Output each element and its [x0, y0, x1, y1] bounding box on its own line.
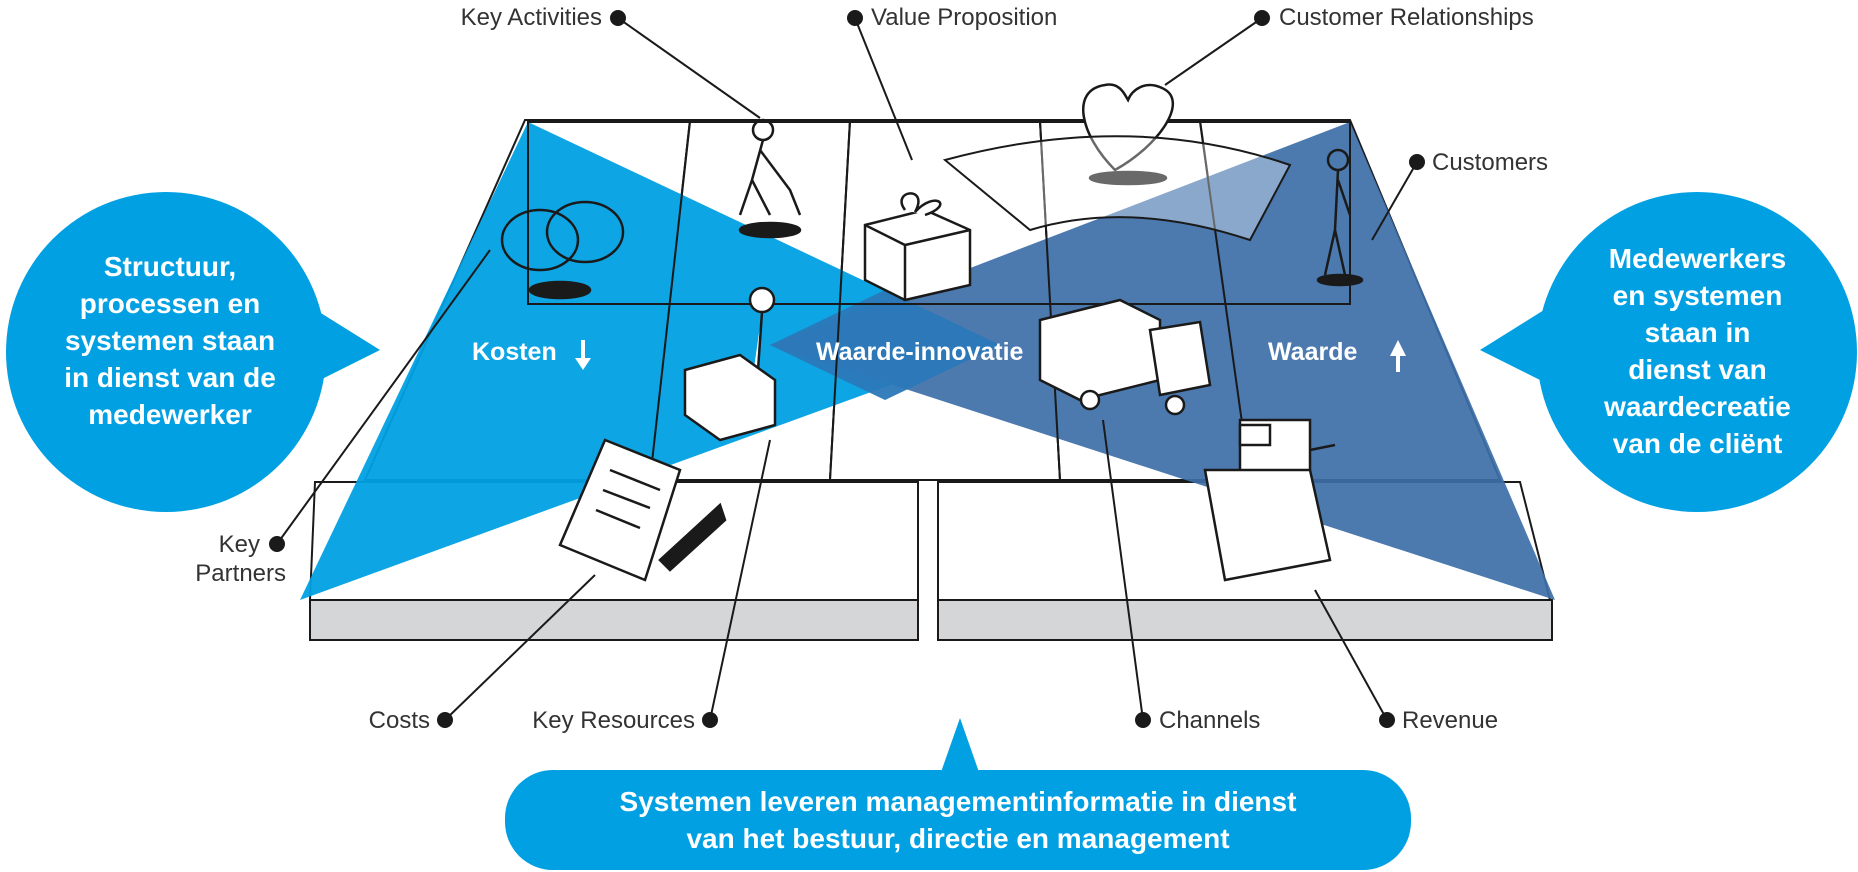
right-bubble-line: staan in [1644, 317, 1751, 348]
left-speech-bubble [6, 192, 380, 512]
label-channels: Channels [1159, 707, 1261, 734]
right-bubble-text: Medewerkers en systemen staan in dienst … [1545, 240, 1850, 462]
left-bubble-text: Structuur, processen en systemen staan i… [20, 248, 320, 433]
key-resources-dot [702, 712, 718, 728]
key-partners-dot [269, 536, 285, 552]
delivery-truck-icon [1038, 298, 1212, 416]
channels-dot [1135, 712, 1151, 728]
label-value-proposition: Value Proposition [871, 4, 1058, 31]
relationship-flow-band [942, 135, 1292, 242]
standing-person-icon [1316, 148, 1364, 287]
bottom-speech-bubble [505, 718, 1411, 870]
interlocked-rings-icon [500, 200, 625, 300]
bottom-bubble-line: Systemen leveren managementinformatie in… [619, 786, 1297, 817]
costs-dot [437, 712, 453, 728]
label-costs: Costs [368, 707, 430, 734]
right-bubble-line: waardecreatie [1604, 391, 1791, 422]
customer-relationships-dot [1254, 10, 1270, 26]
person-with-machine-icon [683, 286, 777, 442]
left-bubble-line: processen en [79, 288, 261, 319]
document-icon [558, 438, 727, 582]
label-customer-relationships: Customer Relationships [1279, 4, 1534, 31]
key-activities-dot [610, 10, 626, 26]
gift-box-icon [863, 192, 972, 302]
label-kosten: Kosten [472, 338, 557, 366]
label-revenue: Revenue [1402, 707, 1499, 734]
right-bubble-line: en systemen [1612, 280, 1783, 311]
label-key-partners-line1: Key [218, 531, 260, 558]
label-waarde: Waarde [1268, 338, 1358, 366]
cash-register-icon [1203, 418, 1336, 582]
heart-icon [1081, 83, 1175, 186]
label-key-resources: Key Resources [532, 707, 695, 734]
bottom-bubble-line: van het bestuur, directie en management [686, 823, 1230, 854]
left-bubble-line: in dienst van de [64, 362, 276, 393]
right-bubble-line: Medewerkers [1608, 243, 1787, 274]
right-bubble-line: van de cliënt [1612, 428, 1783, 459]
arrow-down-icon [575, 340, 591, 370]
label-key-partners-line2: Partners [195, 560, 286, 587]
arrow-up-icon [1390, 340, 1406, 372]
bottom-bubble-text: Systemen leveren managementinformatie in… [505, 783, 1411, 857]
right-speech-bubble [1480, 192, 1857, 512]
innovation-overlap [770, 290, 1000, 400]
label-waarde-innovatie: Waarde-innovatie [816, 338, 1024, 366]
revenue-dot [1379, 712, 1395, 728]
left-bubble-line: medewerker [88, 399, 252, 430]
label-customers: Customers [1432, 149, 1549, 176]
cost-triangle [300, 122, 1000, 600]
person-shoveling-icon [738, 118, 802, 239]
left-bubble-line: Structuur, [103, 251, 237, 282]
board-sides [309, 599, 1553, 641]
right-bubble-line: dienst van [1628, 354, 1767, 385]
left-bubble-line: systemen staan [64, 325, 276, 356]
label-key-activities: Key Activities [460, 4, 602, 31]
customers-dot [1409, 154, 1425, 170]
value-proposition-dot [847, 10, 863, 26]
